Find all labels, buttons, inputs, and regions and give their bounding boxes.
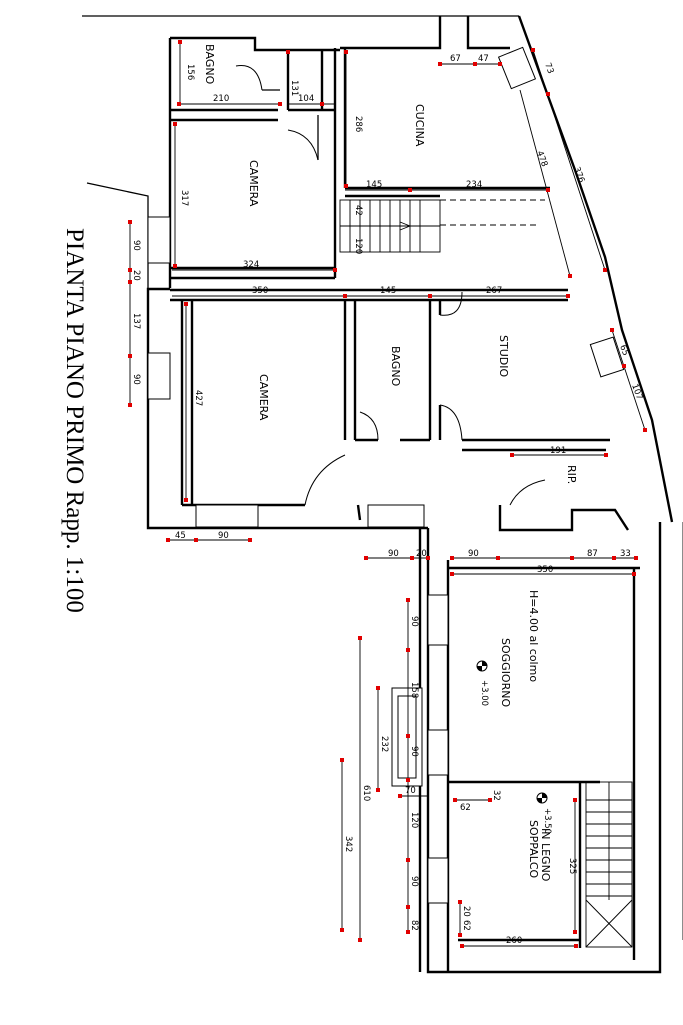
room-label-camera-main: CAMERA <box>257 374 270 421</box>
dim-label: 47 <box>478 54 489 64</box>
dim-label: 137 <box>131 313 141 329</box>
dim-label: 90 <box>388 549 399 559</box>
dim-label: 20 <box>131 270 141 281</box>
dim-label: 267 <box>486 286 502 296</box>
dim-label: 90 <box>468 549 479 559</box>
dim-label: 286 <box>353 116 363 132</box>
dim-label: 33 <box>620 549 631 559</box>
dim-label: 324 <box>243 260 259 270</box>
dim-label: 90 <box>409 746 419 757</box>
dim-label: 67 <box>450 54 461 64</box>
level-marker-soppalco-fill <box>537 793 547 803</box>
dim-label: 145 <box>380 286 396 296</box>
dim-label: 350 <box>252 286 268 296</box>
room-labels: BAGNO CUCINA CAMERA CAMERA BAGNO STUDIO … <box>203 44 578 882</box>
dim-label: 120 <box>353 238 363 254</box>
dim-label: 87 <box>587 549 598 559</box>
dim-label: 62 <box>461 920 471 931</box>
level-soppalco: +3.50 <box>542 808 552 834</box>
outer-walls <box>82 15 674 974</box>
dim-label: 210 <box>213 94 229 104</box>
dim-label: 45 <box>175 531 186 541</box>
room-label-cucina: CUCINA <box>413 104 426 147</box>
level-marker-soggiorno-fill <box>477 661 487 671</box>
dim-label: 32 <box>491 790 501 801</box>
room-label-soppalco-line2: IN LEGNO <box>539 828 552 882</box>
dim-label: 90 <box>131 374 141 385</box>
dim-label: 427 <box>193 390 203 406</box>
room-label-soppalco-line1: SOPPALCO <box>527 820 540 879</box>
dim-label: 73 <box>542 62 555 76</box>
dim-label: 325 <box>567 858 577 874</box>
dim-label: 104 <box>298 94 314 104</box>
dim-label: 145 <box>366 180 382 190</box>
dim-label: 234 <box>466 180 482 190</box>
dim-label: 90 <box>409 876 419 887</box>
dim-label: 65 <box>617 344 630 358</box>
room-label-soggiorno: SOGGIORNO <box>499 638 512 707</box>
plan-title: PIANTA PIANO PRIMO Rapp. 1:100 <box>61 228 88 613</box>
room-label-rip: RIP. <box>565 465 578 484</box>
dim-label: 610 <box>361 785 371 801</box>
dim-label: 131 <box>289 80 299 96</box>
dim-label: 478 <box>534 150 549 169</box>
windows <box>147 46 625 904</box>
dim-label: 156 <box>185 64 195 80</box>
dim-label: 317 <box>179 190 189 206</box>
stairs-lower <box>585 781 633 948</box>
room-label-bagno-mid: BAGNO <box>389 346 402 387</box>
dim-label: 62 <box>460 803 471 813</box>
room-label-soppalco: SOPPALCO IN LEGNO <box>527 820 552 882</box>
level-soggiorno: +3.00 <box>479 680 489 706</box>
dim-label: 90 <box>131 240 141 251</box>
room-label-camera-top: CAMERA <box>247 160 260 207</box>
dim-label: 70 <box>405 786 416 796</box>
dim-label: 20 <box>416 549 427 559</box>
room-label-bagno-top: BAGNO <box>203 44 216 85</box>
dimension-labels: 156 210 131 104 67 47 73 286 317 478 376… <box>131 54 644 946</box>
dim-label: 342 <box>343 836 353 852</box>
dimension-lines <box>129 42 683 947</box>
dim-label: 191 <box>550 446 566 456</box>
height-note: H=4.00 al colmo <box>527 590 540 682</box>
dim-label: 376 <box>571 166 586 185</box>
dim-label: 107 <box>629 383 644 402</box>
dim-label: 350 <box>537 565 553 575</box>
dim-label: 42 <box>353 205 363 216</box>
dim-label: 90 <box>218 531 229 541</box>
dim-label: 120 <box>409 812 419 828</box>
room-label-studio: STUDIO <box>497 335 510 377</box>
dim-label: 90 <box>409 616 419 627</box>
dim-label: 158 <box>409 682 419 698</box>
dim-label: 20 <box>461 906 471 917</box>
dim-label: 232 <box>379 736 389 752</box>
dim-label: 260 <box>506 936 522 946</box>
dimension-ticks <box>128 40 647 948</box>
stairs-upper <box>339 199 545 253</box>
dim-label: 82 <box>409 920 419 931</box>
